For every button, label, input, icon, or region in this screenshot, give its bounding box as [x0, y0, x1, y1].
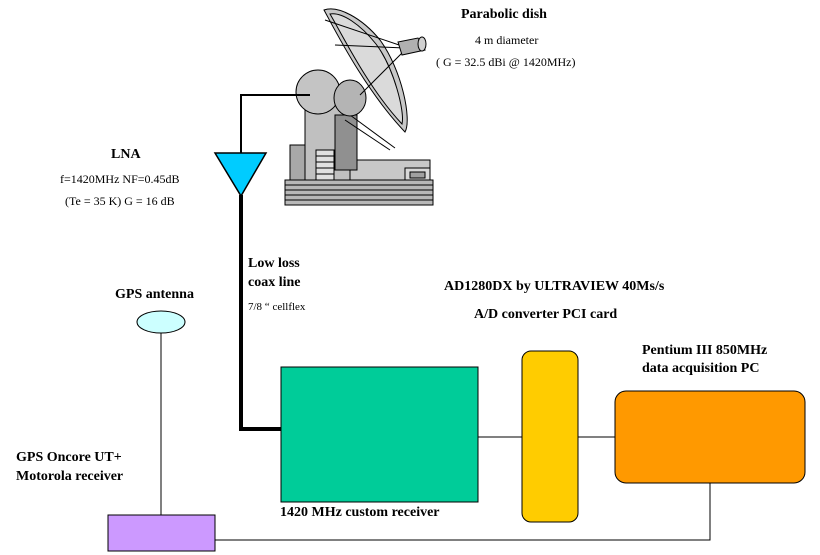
- coax-spec: 7/8 “ cellflex: [248, 301, 306, 313]
- adc-label-1: AD1280DX by ULTRAVIEW 40Ms/s: [444, 279, 665, 294]
- gps-receiver-box: [107, 514, 216, 552]
- dish-gain: ( G = 32.5 dBi @ 1420MHz): [436, 55, 576, 69]
- lna-amplifier-icon: [213, 152, 268, 198]
- coax-label-2: coax line: [248, 275, 301, 290]
- dish-diameter: 4 m diameter: [475, 33, 539, 47]
- lna-spec-1: f=1420MHz NF=0.45dB: [60, 172, 180, 186]
- coax-line: [239, 195, 282, 431]
- custom-receiver-box: [280, 366, 479, 503]
- gps-receiver-label-1: GPS Oncore UT+: [16, 450, 122, 465]
- dish-title: Parabolic dish: [461, 7, 547, 22]
- gps-antenna-label: GPS antenna: [115, 287, 194, 302]
- dish-to-lna-cable: [240, 94, 310, 153]
- lna-title: LNA: [111, 147, 141, 162]
- pc-label-1: Pentium III 850MHz: [642, 343, 768, 358]
- adc-label-2: A/D converter PCI card: [474, 307, 618, 322]
- gps-receiver-label-2: Motorola receiver: [16, 469, 124, 484]
- parabolic-dish-illustration: [284, 8, 434, 206]
- pc-box: [614, 390, 806, 484]
- gps-to-pc-cable: [215, 483, 711, 541]
- lna-spec-2: (Te = 35 K) G = 16 dB: [65, 194, 175, 208]
- gps-antenna-icon: [136, 310, 186, 334]
- pc-label-2: data acquisition PC: [642, 361, 760, 376]
- receiver-label: 1420 MHz custom receiver: [280, 505, 440, 520]
- adc-card-box: [521, 350, 579, 523]
- coax-label-1: Low loss: [248, 256, 300, 271]
